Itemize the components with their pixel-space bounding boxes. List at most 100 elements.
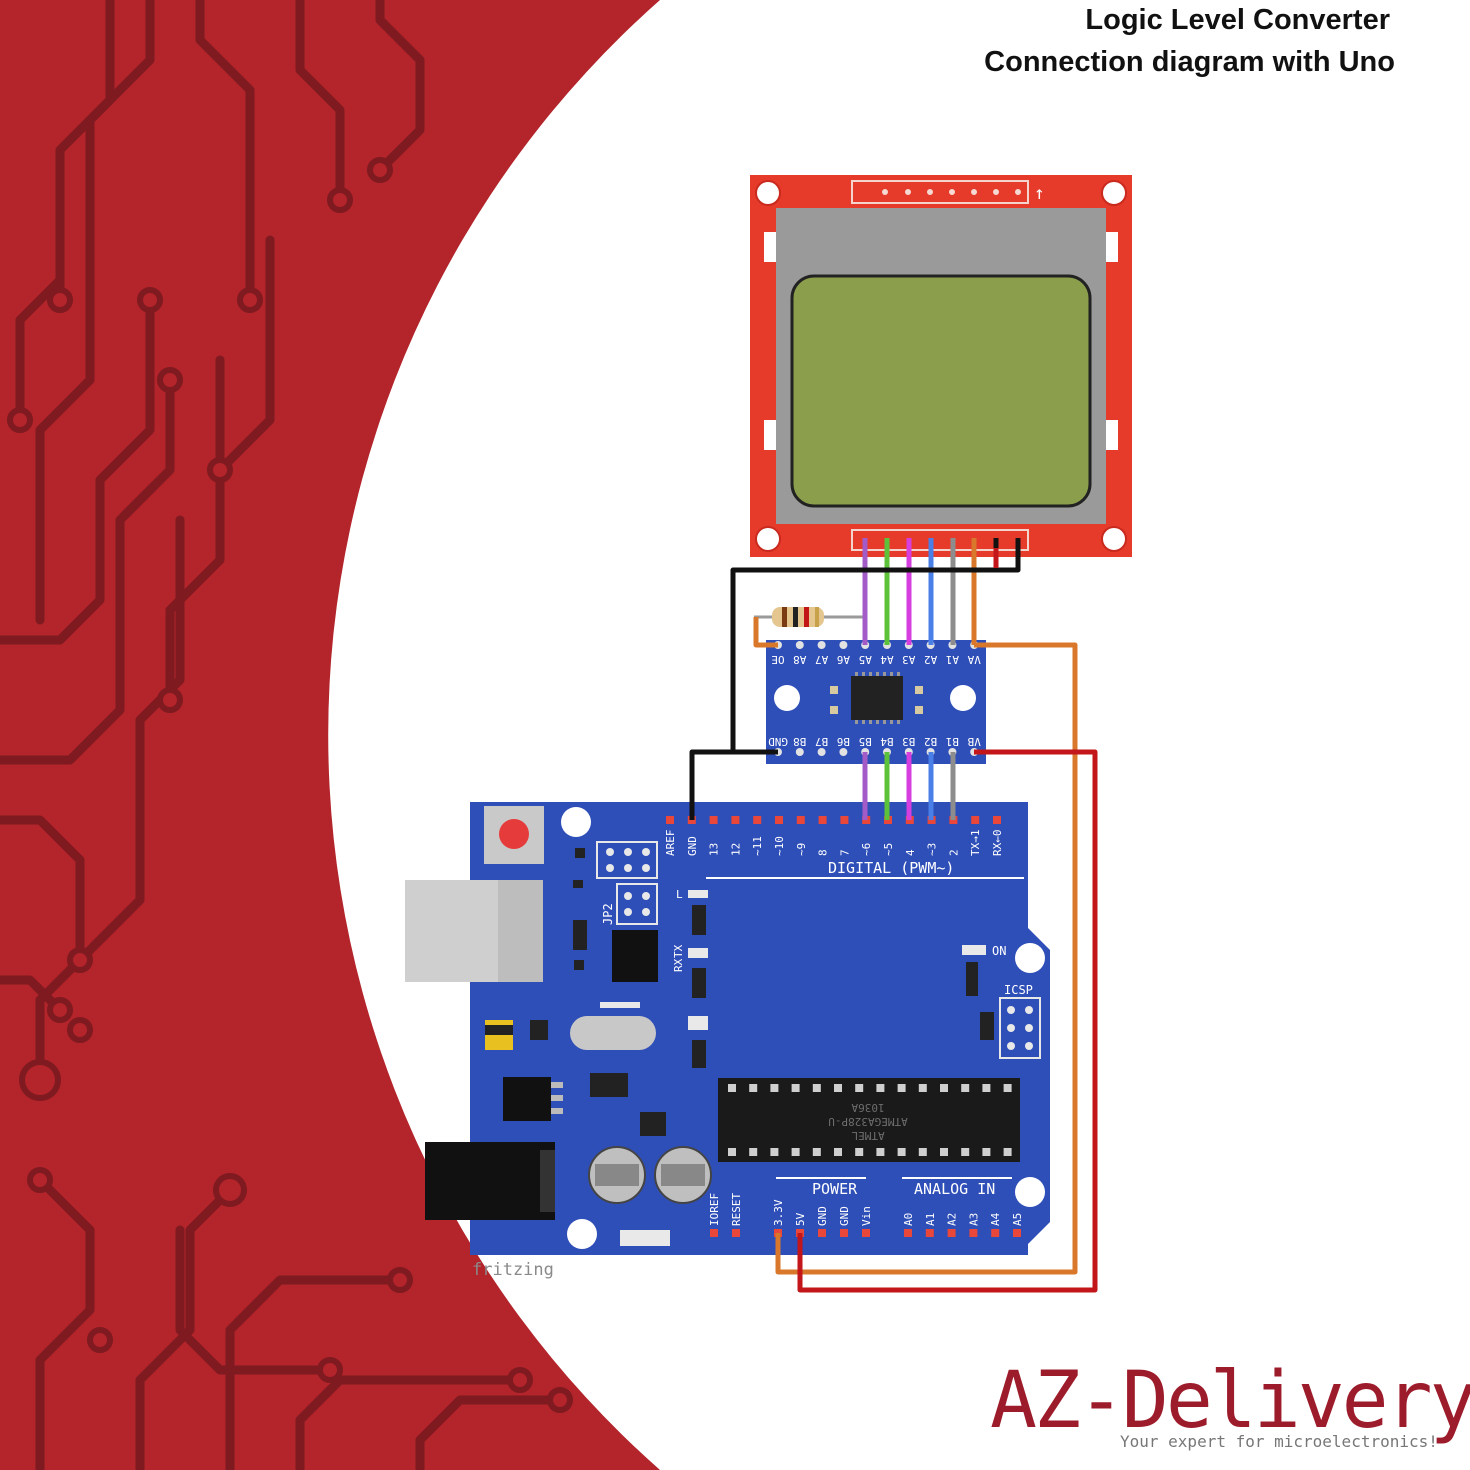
arduino-pin-label-10: ~5 bbox=[882, 843, 895, 856]
converter-pin-b7 bbox=[817, 748, 826, 756]
wire-gnd-arduino bbox=[689, 749, 778, 820]
converter-pin-label-b6: B6 bbox=[837, 735, 850, 748]
lcd-module: ↑ bbox=[750, 175, 1132, 557]
converter-pin-label-gnd: GND bbox=[768, 735, 788, 748]
arduino-power-label-6: Vin bbox=[860, 1206, 873, 1226]
l-led-label: L bbox=[676, 888, 683, 901]
arduino-pin-label-13: 2 bbox=[947, 849, 960, 856]
rx-label: RX bbox=[672, 958, 685, 972]
arduino-analog-pin-3 bbox=[969, 1229, 978, 1237]
arduino-pin-2 bbox=[709, 816, 718, 824]
arduino-pin-3 bbox=[731, 816, 740, 824]
mcu-marking: ATMEL ATMEGA328P-U 1036A bbox=[828, 1101, 907, 1142]
diagram-subtitle: Connection diagram with Uno bbox=[984, 46, 1395, 78]
digital-header-label: DIGITAL (PWM~) bbox=[828, 859, 954, 877]
converter-pin-label-b8: B8 bbox=[793, 735, 806, 748]
arduino-pin-4 bbox=[753, 816, 762, 824]
arduino-pin-14 bbox=[971, 816, 980, 824]
circuit-trace-pattern bbox=[0, 0, 565, 1470]
arduino-pin-label-8: 7 bbox=[838, 849, 851, 856]
wire-vb-5v bbox=[797, 749, 1098, 1293]
diagram-title: Logic Level Converter bbox=[1085, 4, 1390, 36]
converter-pin-b8 bbox=[795, 748, 804, 756]
arduino-analog-label-4: A4 bbox=[989, 1212, 1002, 1226]
arduino-analog-label-3: A3 bbox=[967, 1213, 980, 1226]
arduino-pin-5 bbox=[775, 816, 783, 824]
arduino-power-pin-1 bbox=[732, 1229, 740, 1237]
arduino-pin-8 bbox=[840, 816, 849, 824]
arduino-power-pin-5 bbox=[840, 1229, 848, 1237]
chip-line-2: ATMEGA328P-U bbox=[828, 1115, 907, 1128]
mcu-chip bbox=[718, 1078, 1020, 1162]
on-led-label: ON bbox=[992, 944, 1006, 958]
arduino-analog-pin-1 bbox=[925, 1229, 934, 1237]
arduino-pin-0 bbox=[666, 816, 674, 824]
arduino-analog-pin-4 bbox=[991, 1229, 1000, 1237]
converter-pin-label-oe: OE bbox=[771, 653, 784, 666]
arduino-pin-label-14: TX→1 bbox=[969, 830, 982, 857]
converter-pin-label-a3: A3 bbox=[902, 653, 915, 666]
arduino-analog-label-5: A5 bbox=[1011, 1213, 1024, 1226]
arduino-pin-label-7: 8 bbox=[817, 849, 830, 856]
converter-pin-label-a4: A4 bbox=[880, 653, 894, 666]
converter-pin-label-a2: A2 bbox=[924, 653, 937, 666]
arduino-pin-label-3: 12 bbox=[729, 843, 742, 856]
arduino-analog-pin-5 bbox=[1013, 1229, 1021, 1237]
lcd-top-header bbox=[851, 180, 1029, 204]
converter-pin-a6 bbox=[839, 641, 848, 649]
brand-tagline: Your expert for microelectronics! bbox=[1120, 1432, 1438, 1451]
jp2-label: JP2 bbox=[601, 903, 615, 925]
converter-pin-label-b1: B1 bbox=[946, 735, 959, 748]
arduino-analog-label-0: A0 bbox=[902, 1213, 915, 1226]
converter-pin-label-b7: B7 bbox=[815, 735, 828, 748]
lcd-bottom-header bbox=[851, 529, 1029, 551]
analog-in-label: ANALOG IN bbox=[914, 1180, 995, 1198]
arduino-analog-label-1: A1 bbox=[924, 1213, 937, 1226]
converter-pin-label-b5: B5 bbox=[859, 735, 872, 748]
red-background bbox=[0, 0, 660, 1470]
converter-pin-label-a6: A6 bbox=[837, 653, 850, 666]
arduino-pin-7 bbox=[818, 816, 827, 824]
brand-name: AZ-Delivery bbox=[990, 1356, 1470, 1446]
converter-pin-label-a8: A8 bbox=[793, 653, 806, 666]
wire-va-3v3 bbox=[775, 642, 1078, 1275]
fritzing-credit: fritzing bbox=[472, 1260, 554, 1280]
arduino-pin-label-11: 4 bbox=[904, 849, 917, 856]
converter-chip bbox=[851, 676, 903, 720]
arduino-pin-label-6: ~9 bbox=[795, 843, 808, 856]
converter-pin-a8 bbox=[795, 641, 804, 649]
arduino-pin-label-1: GND bbox=[686, 836, 699, 856]
wires bbox=[689, 538, 1098, 1293]
arduino-pin-15 bbox=[993, 816, 1001, 824]
arduino-power-pin-0 bbox=[710, 1229, 718, 1237]
arduino-pin-label-12: ~3 bbox=[926, 843, 939, 856]
tx-label: TX bbox=[672, 944, 685, 958]
arduino-analog-label-2: A2 bbox=[946, 1213, 959, 1226]
arduino-board bbox=[405, 802, 1050, 1255]
dc-jack bbox=[425, 1142, 555, 1220]
converter-pin-b6 bbox=[839, 748, 848, 756]
lcd-arrow-icon: ↑ bbox=[1034, 183, 1045, 204]
brand-logo: AZ-Delivery Your expert for microelectro… bbox=[990, 1362, 1470, 1462]
arduino-power-pin-6 bbox=[862, 1229, 870, 1237]
lcd-screen bbox=[790, 274, 1092, 508]
crystal bbox=[570, 1016, 656, 1050]
converter-pin-label-a7: A7 bbox=[815, 653, 828, 666]
chip-line-1: ATMEL bbox=[851, 1129, 884, 1142]
arduino-analog-pin-0 bbox=[904, 1229, 912, 1237]
converter-pin-label-b4: B4 bbox=[880, 735, 894, 748]
converter-pin-label-a5: A5 bbox=[859, 653, 872, 666]
chip-line-3: 1036A bbox=[851, 1101, 884, 1114]
wire-oe-resistor bbox=[753, 617, 778, 648]
circuit-trace-pads bbox=[7, 157, 573, 1413]
arduino-power-label-4: GND bbox=[816, 1206, 829, 1226]
arduino-power-label-0: IOREF bbox=[708, 1193, 721, 1226]
converter-pin-label-b2: B2 bbox=[924, 735, 937, 748]
arduino-power-label-3: 5V bbox=[794, 1212, 807, 1226]
power-label: POWER bbox=[812, 1180, 858, 1198]
converter-pin-label-vb: VB bbox=[967, 735, 981, 748]
arduino-power-label-5: GND bbox=[838, 1206, 851, 1226]
arduino-pin-label-2: 13 bbox=[708, 843, 721, 856]
converter-pin-label-va: VA bbox=[967, 653, 981, 666]
